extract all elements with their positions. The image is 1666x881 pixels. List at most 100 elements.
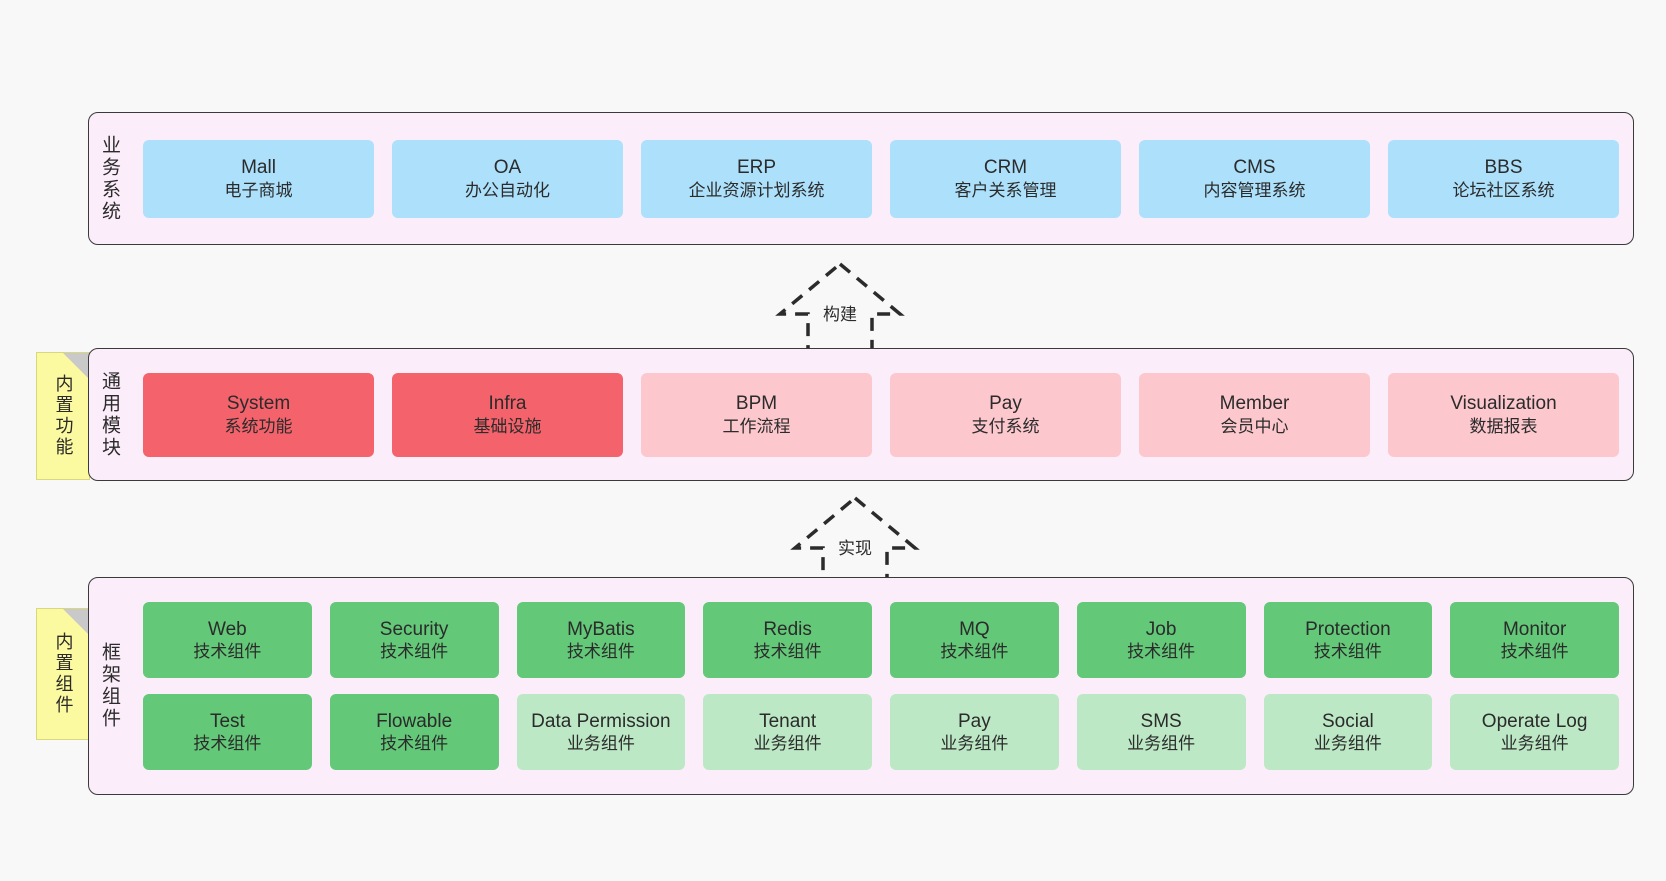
- module-desc: 技术组件: [380, 642, 449, 662]
- module-name: Infra: [488, 393, 527, 414]
- module-desc: 业务组件: [1313, 734, 1382, 754]
- module-name: BBS: [1484, 157, 1523, 178]
- module-box-social[interactable]: Social 业务组件: [1263, 694, 1433, 770]
- module-name: Test: [209, 710, 245, 732]
- layer-common-module-body: System 系统功能 Infra 基础设施 BPM 工作流程 Pay 支付系统…: [129, 349, 1633, 480]
- module-box-data-permission[interactable]: Data Permission 业务组件: [516, 694, 686, 770]
- module-desc: 业务组件: [1127, 734, 1196, 754]
- note-fold-corner-icon: [63, 353, 89, 379]
- module-desc: 技术组件: [380, 734, 449, 754]
- module-desc: 技术组件: [1313, 642, 1382, 662]
- module-name: Monitor: [1502, 618, 1567, 640]
- module-desc: 基础设施: [473, 416, 542, 436]
- module-box-sms[interactable]: SMS 业务组件: [1076, 694, 1246, 770]
- module-desc: 技术组件: [940, 642, 1009, 662]
- module-box-cms[interactable]: CMS 内容管理系统: [1139, 139, 1370, 218]
- module-box-web[interactable]: Web 技术组件: [143, 602, 312, 678]
- sticky-note-builtin-component: 内置组件: [36, 608, 90, 740]
- build-arrow-shape: [775, 261, 905, 352]
- module-box-infra[interactable]: Infra 基础设施: [392, 372, 623, 457]
- module-box-system[interactable]: System 系统功能: [143, 372, 374, 457]
- layer-common-module-title: 通用模块: [98, 370, 120, 459]
- layer-common-module-row: System 系统功能 Infra 基础设施 BPM 工作流程 Pay 支付系统…: [143, 372, 1619, 457]
- module-box-pay-service[interactable]: Pay 业务组件: [890, 694, 1059, 770]
- module-box-pay[interactable]: Pay 支付系统: [890, 372, 1121, 457]
- layer-business-system-title: 业务系统: [98, 134, 120, 223]
- module-box-protection[interactable]: Protection 技术组件: [1263, 602, 1433, 678]
- connector-implement: 实现: [770, 492, 940, 588]
- layer-framework-component-row-tech: Web 技术组件 Security 技术组件 MyBatis 技术组件 Redi…: [143, 602, 1619, 678]
- module-name: System: [226, 393, 291, 414]
- connector-implement-label: 实现: [838, 539, 872, 558]
- module-name: Tenant: [759, 710, 817, 732]
- module-box-bbs[interactable]: BBS 论坛社区系统: [1388, 139, 1619, 218]
- layer-business-system: 业务系统 Mall 电子商城 OA 办公自动化 ERP 企业资源计划系统 CRM…: [88, 112, 1634, 245]
- layer-framework-component-row-service: Test 技术组件 Flowable 技术组件 Data Permission …: [143, 694, 1619, 770]
- layer-framework-component: 框架组件 Web 技术组件 Security 技术组件 MyBatis 技术组件…: [88, 577, 1634, 795]
- module-desc: 技术组件: [193, 734, 262, 754]
- module-name: Member: [1219, 393, 1290, 414]
- connector-build-label: 构建: [823, 305, 857, 324]
- module-desc: 企业资源计划系统: [688, 180, 825, 200]
- module-name: Web: [208, 618, 247, 640]
- module-desc: 技术组件: [566, 642, 635, 662]
- module-box-visualization[interactable]: Visualization 数据报表: [1388, 372, 1619, 457]
- module-name: Protection: [1305, 618, 1391, 640]
- module-name: OA: [493, 157, 522, 178]
- module-box-monitor[interactable]: Monitor 技术组件: [1450, 602, 1619, 678]
- module-desc: 业务组件: [753, 734, 822, 754]
- module-name: CMS: [1233, 157, 1276, 178]
- module-box-member[interactable]: Member 会员中心: [1139, 372, 1370, 457]
- module-box-test[interactable]: Test 技术组件: [143, 694, 312, 770]
- module-name: Pay: [989, 393, 1022, 414]
- module-name: CRM: [983, 157, 1028, 178]
- module-box-tenant[interactable]: Tenant 业务组件: [703, 694, 872, 770]
- module-name: BPM: [735, 393, 778, 414]
- module-name: Data Permission: [531, 710, 671, 732]
- module-box-oa[interactable]: OA 办公自动化: [392, 139, 623, 218]
- module-box-mall[interactable]: Mall 电子商城: [143, 139, 374, 218]
- module-desc: 客户关系管理: [954, 180, 1057, 200]
- module-name: Social: [1322, 710, 1374, 732]
- layer-common-module: 通用模块 System 系统功能 Infra 基础设施 BPM 工作流程 Pay…: [88, 348, 1634, 481]
- module-desc: 技术组件: [1127, 642, 1196, 662]
- module-box-operate-log[interactable]: Operate Log 业务组件: [1450, 694, 1619, 770]
- module-name: Job: [1145, 618, 1177, 640]
- module-box-job[interactable]: Job 技术组件: [1076, 602, 1246, 678]
- module-name: Visualization: [1450, 393, 1557, 414]
- module-desc: 支付系统: [971, 416, 1040, 436]
- connector-build: 构建: [755, 258, 925, 354]
- module-name: Pay: [958, 710, 991, 732]
- module-box-bpm[interactable]: BPM 工作流程: [641, 372, 872, 457]
- module-name: ERP: [736, 157, 777, 178]
- module-desc: 工作流程: [722, 416, 791, 436]
- layer-business-system-row: Mall 电子商城 OA 办公自动化 ERP 企业资源计划系统 CRM 客户关系…: [143, 139, 1619, 218]
- layer-framework-component-body: Web 技术组件 Security 技术组件 MyBatis 技术组件 Redi…: [129, 578, 1633, 794]
- module-box-mq[interactable]: MQ 技术组件: [890, 602, 1059, 678]
- module-desc: 内容管理系统: [1203, 180, 1306, 200]
- module-desc: 数据报表: [1469, 416, 1538, 436]
- module-box-redis[interactable]: Redis 技术组件: [703, 602, 872, 678]
- sticky-note-builtin-component-label: 内置组件: [53, 632, 74, 716]
- module-desc: 会员中心: [1220, 416, 1289, 436]
- sticky-note-builtin-function: 内置功能: [36, 352, 90, 480]
- module-name: MQ: [959, 618, 990, 640]
- module-desc: 业务组件: [1500, 734, 1569, 754]
- module-desc: 技术组件: [753, 642, 822, 662]
- module-name: Redis: [763, 618, 812, 640]
- layer-business-system-body: Mall 电子商城 OA 办公自动化 ERP 企业资源计划系统 CRM 客户关系…: [129, 113, 1633, 244]
- module-name: Security: [379, 618, 449, 640]
- module-name: Operate Log: [1481, 710, 1588, 732]
- module-box-crm[interactable]: CRM 客户关系管理: [890, 139, 1121, 218]
- layer-framework-component-title: 框架组件: [98, 642, 120, 730]
- module-desc: 技术组件: [193, 642, 262, 662]
- module-box-mybatis[interactable]: MyBatis 技术组件: [516, 602, 686, 678]
- module-box-security[interactable]: Security 技术组件: [329, 602, 499, 678]
- sticky-note-builtin-function-label: 内置功能: [53, 374, 74, 458]
- module-box-flowable[interactable]: Flowable 技术组件: [329, 694, 499, 770]
- module-name: Mall: [241, 157, 276, 178]
- module-desc: 论坛社区系统: [1452, 180, 1555, 200]
- module-box-erp[interactable]: ERP 企业资源计划系统: [641, 139, 872, 218]
- module-name: MyBatis: [567, 618, 635, 640]
